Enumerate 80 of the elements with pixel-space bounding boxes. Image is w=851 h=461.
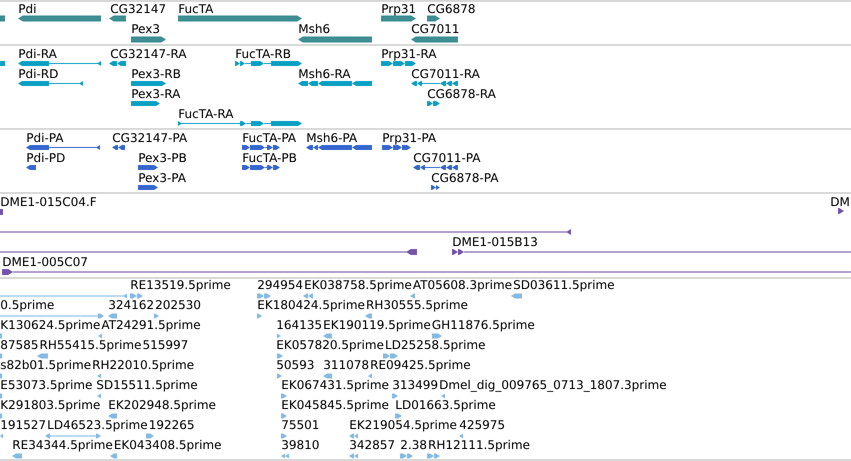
feature-label: 87585: [1, 340, 38, 350]
feature-label: FucTA-PB: [243, 153, 296, 162]
feature-label: K291803.5prime: [1, 400, 100, 412]
feature-label: EK190119.5prime: [324, 320, 430, 332]
feature-label: Msh6-RA: [299, 68, 350, 78]
feature-label: EK045845.5prime: [282, 400, 388, 412]
feature-label: K130624.5prime: [1, 320, 100, 332]
feature-label: RH55415.5prime: [40, 340, 141, 352]
feature-label: 75501: [282, 420, 318, 430]
feature-label: Dmel_dig_009765_0713_1807.3prime: [440, 380, 666, 392]
feature-label: 50593: [277, 360, 314, 370]
feature-label: 192265: [150, 420, 194, 430]
feature-label: Pex3-PB: [139, 153, 186, 162]
feature-label: DME1-015C04.F: [1, 197, 96, 206]
feature-label: Pdi: [19, 4, 36, 14]
feature-label: 425975: [460, 420, 504, 430]
feature-label: 294954: [258, 280, 302, 290]
feature-label: Pdi-PA: [27, 132, 64, 142]
feature-label: FucTA-PA: [243, 133, 296, 142]
feature-label: DME1-015B13: [453, 237, 537, 246]
feature-label: RE34344.5prime: [13, 440, 112, 452]
feature-label: CG32147: [110, 4, 166, 14]
feature-label: RH22010.5prime: [93, 360, 194, 372]
feature-label: Pex3-RB: [132, 69, 180, 78]
feature-label: 39810: [282, 440, 319, 450]
feature-label: Pdi-PD: [27, 152, 65, 162]
feature-label: CG32147-RA: [110, 49, 186, 58]
feature-label: Msh6: [299, 24, 330, 34]
feature-label: AT05608.3prime: [412, 280, 512, 292]
feature-label: Prp31-PA: [383, 133, 436, 144]
feature-label: CG6878-PA: [432, 173, 498, 182]
feature-label: RE13519.5prime: [131, 280, 230, 292]
feature-label: 191527: [2, 420, 46, 430]
feature-label: EK219054.5prime: [350, 420, 456, 432]
feature-label: CG32147-PA: [112, 133, 188, 142]
feature-label: Pdi-RA: [19, 48, 57, 58]
feature-label: E53073.5prime: [1, 380, 92, 392]
feature-label: 311078: [324, 360, 368, 370]
feature-label: EK202948.5prime: [109, 400, 216, 412]
feature-label: RE09425.5prime: [371, 360, 470, 372]
feature-label: 313499: [393, 380, 438, 390]
feature-label: LD46523.5prime: [48, 420, 148, 432]
feature-label: CG6878: [428, 4, 475, 14]
feature-label: AT24291.5prime: [102, 320, 200, 332]
feature-label: CG6878-RA: [428, 89, 496, 98]
feature-label: Pdi-RD: [19, 68, 58, 78]
feature-label: CG7011-RA: [412, 69, 480, 78]
feature-label: Pex3-RA: [132, 89, 180, 98]
feature-label: 2.38: [401, 440, 426, 450]
feature-label: 164135: [278, 320, 322, 330]
feature-label: EK057820.5prime: [277, 340, 384, 352]
feature-label: LD25258.5prime: [386, 340, 485, 352]
feature-label: DME1-005C07: [3, 257, 87, 266]
feature-label: Pex3-PA: [139, 173, 186, 182]
feature-label: Prp31: [382, 4, 415, 16]
feature-label: FucTA-RB: [236, 49, 290, 58]
feature-label: CG7011: [412, 24, 458, 34]
feature-label: FucTA: [179, 4, 214, 14]
feature-label: LD01663.5prime: [396, 400, 496, 412]
feature-label: SD15511.5prime: [97, 380, 198, 392]
feature-label: EK043408.5prime: [115, 440, 221, 452]
feature-label: Prp31-RA: [382, 49, 436, 60]
feature-label: 324162: [109, 300, 153, 310]
feature-label: EK180424.5prime: [258, 300, 364, 312]
feature-label: 0.5prime: [1, 300, 54, 312]
feature-label: CG7011-PA: [414, 153, 480, 162]
feature-label: FucTA-RA: [179, 109, 234, 118]
feature-label: EK038758.5prime: [305, 280, 412, 292]
feature-label: EK067431.5prime: [282, 380, 388, 392]
feature-label: s82b01.5prime: [0, 360, 90, 372]
feature-label: 515997: [143, 340, 188, 350]
feature-label: RH30555.5prime: [367, 300, 468, 312]
feature-label: DM: [831, 197, 849, 206]
feature-label: 202530: [156, 300, 200, 310]
feature-label: RH12111.5prime: [429, 440, 530, 452]
feature-label: SD03611.5prime: [514, 280, 614, 292]
feature-label: Msh6-PA: [307, 132, 358, 142]
feature-label: Pex3: [132, 24, 160, 34]
feature-label: GH11876.5prime: [432, 320, 534, 332]
feature-label: 342857: [350, 440, 394, 450]
